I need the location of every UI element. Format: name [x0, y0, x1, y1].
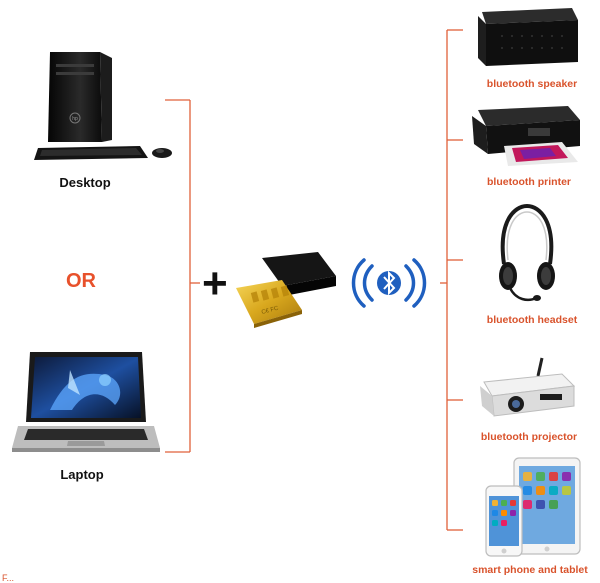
bluetooth-signal-icon: [351, 258, 427, 308]
plus-symbol: +: [202, 259, 228, 308]
printer-icon: [472, 106, 580, 166]
desktop-label: Desktop: [59, 175, 111, 190]
footer-mark: F...: [2, 573, 15, 583]
laptop-label: Laptop: [60, 467, 104, 482]
svg-text:C€ FC: C€ FC: [261, 305, 280, 315]
projector-icon: [480, 357, 576, 417]
printer-label: bluetooth printer: [487, 176, 571, 188]
headset-icon: [499, 203, 555, 302]
phone-tablet-icon: [485, 457, 581, 557]
headset-label: bluetooth headset: [486, 314, 578, 326]
phone-tablet-label: smart phone and tablet: [472, 564, 588, 576]
desktop-pc-icon: hp: [34, 52, 172, 160]
projector-label: bluetooth projector: [480, 431, 578, 443]
usb-bluetooth-adapter-icon: C€ FC: [236, 252, 336, 328]
speaker-icon: [478, 8, 578, 66]
or-label: OR: [66, 270, 96, 292]
svg-text:hp: hp: [72, 116, 78, 122]
speaker-label: bluetooth speaker: [486, 78, 578, 90]
laptop-icon: [12, 352, 160, 452]
